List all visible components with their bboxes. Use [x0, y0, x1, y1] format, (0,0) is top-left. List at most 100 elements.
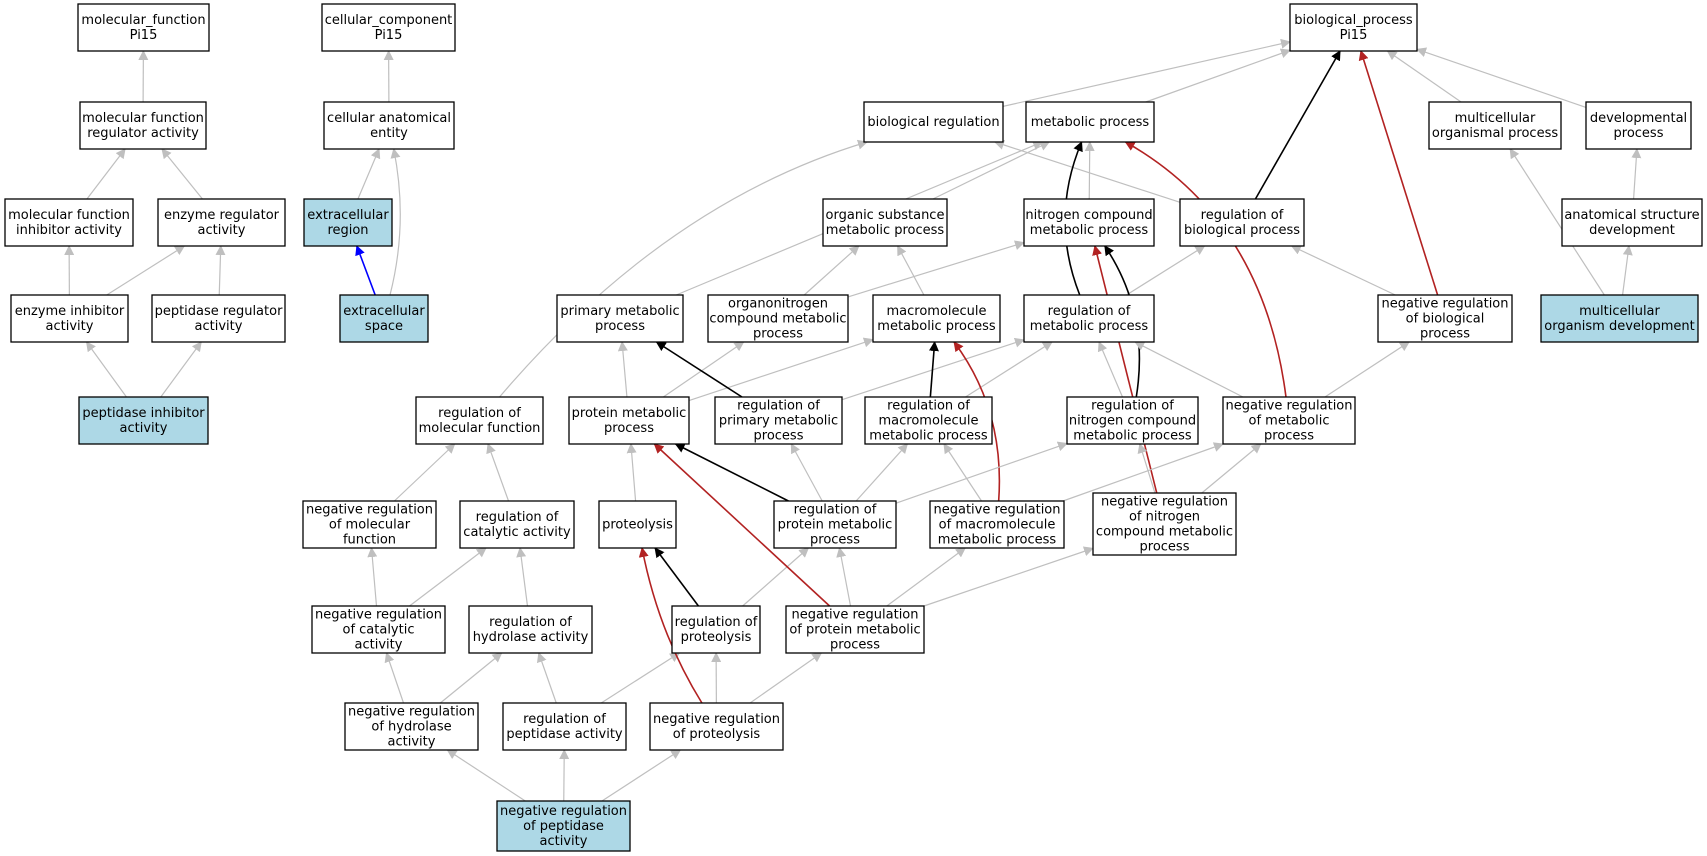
node-label: catalytic activity — [463, 525, 571, 540]
edge-rha-to-rca — [516, 547, 529, 607]
edge-nrpa-to-nrha — [446, 749, 526, 802]
node-label: peptidase inhibitor — [82, 406, 205, 421]
edge-rpmp-to-pmp — [655, 341, 743, 398]
node-box-osmp — [822, 198, 948, 247]
node-label: negative regulation — [306, 503, 433, 518]
node-label: Pi15 — [130, 28, 158, 43]
node-label: compound metabolic — [709, 312, 846, 327]
node-box-asd — [1561, 198, 1703, 247]
edge-mop-to-bp — [1386, 50, 1462, 103]
edge-era-to-mfra — [161, 148, 203, 200]
node-label: activity — [355, 638, 403, 653]
node-box-nrmp — [1222, 396, 1356, 445]
node-label: regulation of — [887, 399, 970, 414]
edge-rprot-to-prot — [654, 547, 700, 607]
node-box-mf — [77, 3, 210, 52]
edge-rca-to-rmf — [486, 443, 510, 502]
node-label: proteolysis — [681, 630, 752, 645]
node-label: proteolysis — [602, 518, 673, 533]
edge-mod-to-asd — [1621, 245, 1633, 296]
node-label: anatomical structure — [1564, 208, 1699, 223]
node-label: molecular_function — [81, 13, 205, 28]
node-label: of macromolecule — [939, 518, 1056, 533]
node-label: of peptidase — [523, 819, 604, 834]
node-label: negative regulation — [348, 705, 475, 720]
node-box-pia — [78, 396, 209, 445]
node-box-prot — [598, 500, 677, 549]
edge-rprot-to-rprotmp — [742, 547, 810, 607]
node-box-rca — [459, 500, 575, 549]
edge-nrncmp-to-rncmp — [1137, 443, 1156, 494]
node-label: activity — [388, 735, 436, 750]
node-label: Pi15 — [375, 28, 403, 43]
edge-nrca-to-nrmf — [367, 547, 378, 607]
node-label: of metabolic — [1249, 414, 1330, 429]
edge-nrmmp-to-nrmp — [1062, 442, 1224, 502]
node-label: regulation of — [1091, 399, 1174, 414]
node-label: regulation of — [675, 615, 758, 630]
node-box-nrca — [311, 605, 446, 654]
node-label: primary metabolic — [560, 304, 679, 319]
node-label: of proteolysis — [673, 727, 761, 742]
node-box-rmp — [1023, 294, 1155, 343]
node-label: metabolic process — [1030, 223, 1149, 238]
node-label: enzyme inhibitor — [15, 304, 125, 319]
node-label: organonitrogen — [728, 297, 828, 312]
node-label: process — [595, 319, 645, 334]
node-label: negative regulation — [315, 608, 442, 623]
node-box-nrprot — [649, 702, 784, 751]
node-label: regulation of — [489, 615, 572, 630]
node-label: regulation of — [438, 406, 521, 421]
edge-rprotmp-to-rncmp — [895, 441, 1068, 504]
node-box-rpmp — [714, 396, 843, 445]
node-box-mfia — [4, 198, 134, 247]
node-label: protein metabolic — [572, 406, 687, 421]
edge-nrbp-to-rbp — [1290, 245, 1396, 296]
edge-nrmp-to-metab — [1124, 141, 1287, 398]
node-box-rprotmp — [773, 500, 897, 549]
node-label: extracellular — [343, 304, 425, 319]
node-box-rmf — [415, 396, 544, 445]
node-label: protein metabolic — [778, 518, 893, 533]
edge-eia-to-era — [106, 245, 186, 296]
node-box-pmp — [556, 294, 684, 343]
node-label: organismal process — [1432, 126, 1558, 141]
node-box-rpa — [502, 702, 627, 751]
node-label: development — [1589, 223, 1675, 238]
edge-rbp-to-bp — [1254, 50, 1341, 200]
node-label: metabolic process — [869, 429, 988, 444]
node-label: metabolic process — [877, 319, 996, 334]
edge-rmp-to-rbp — [1126, 245, 1206, 296]
edge-exsp-to-cae — [389, 148, 401, 296]
edge-rprotmp-to-protmp — [674, 443, 789, 502]
node-label: activity — [540, 834, 588, 849]
node-box-nrbp — [1377, 294, 1513, 343]
edge-pia-to-eia — [85, 341, 127, 398]
node-label: of biological — [1406, 312, 1485, 327]
node-box-mmp — [872, 294, 1001, 343]
node-label: regulation of — [737, 399, 820, 414]
node-label: negative regulation — [1381, 297, 1508, 312]
node-label: peptidase regulator — [155, 304, 284, 319]
node-label: molecular function — [82, 111, 204, 126]
node-label: metabolic process — [826, 223, 945, 238]
node-box-ncmp — [1023, 198, 1155, 247]
node-label: compound metabolic — [1096, 525, 1233, 540]
node-label: macromolecule — [886, 304, 986, 319]
edge-nrmmp-to-rmmp — [943, 443, 983, 502]
